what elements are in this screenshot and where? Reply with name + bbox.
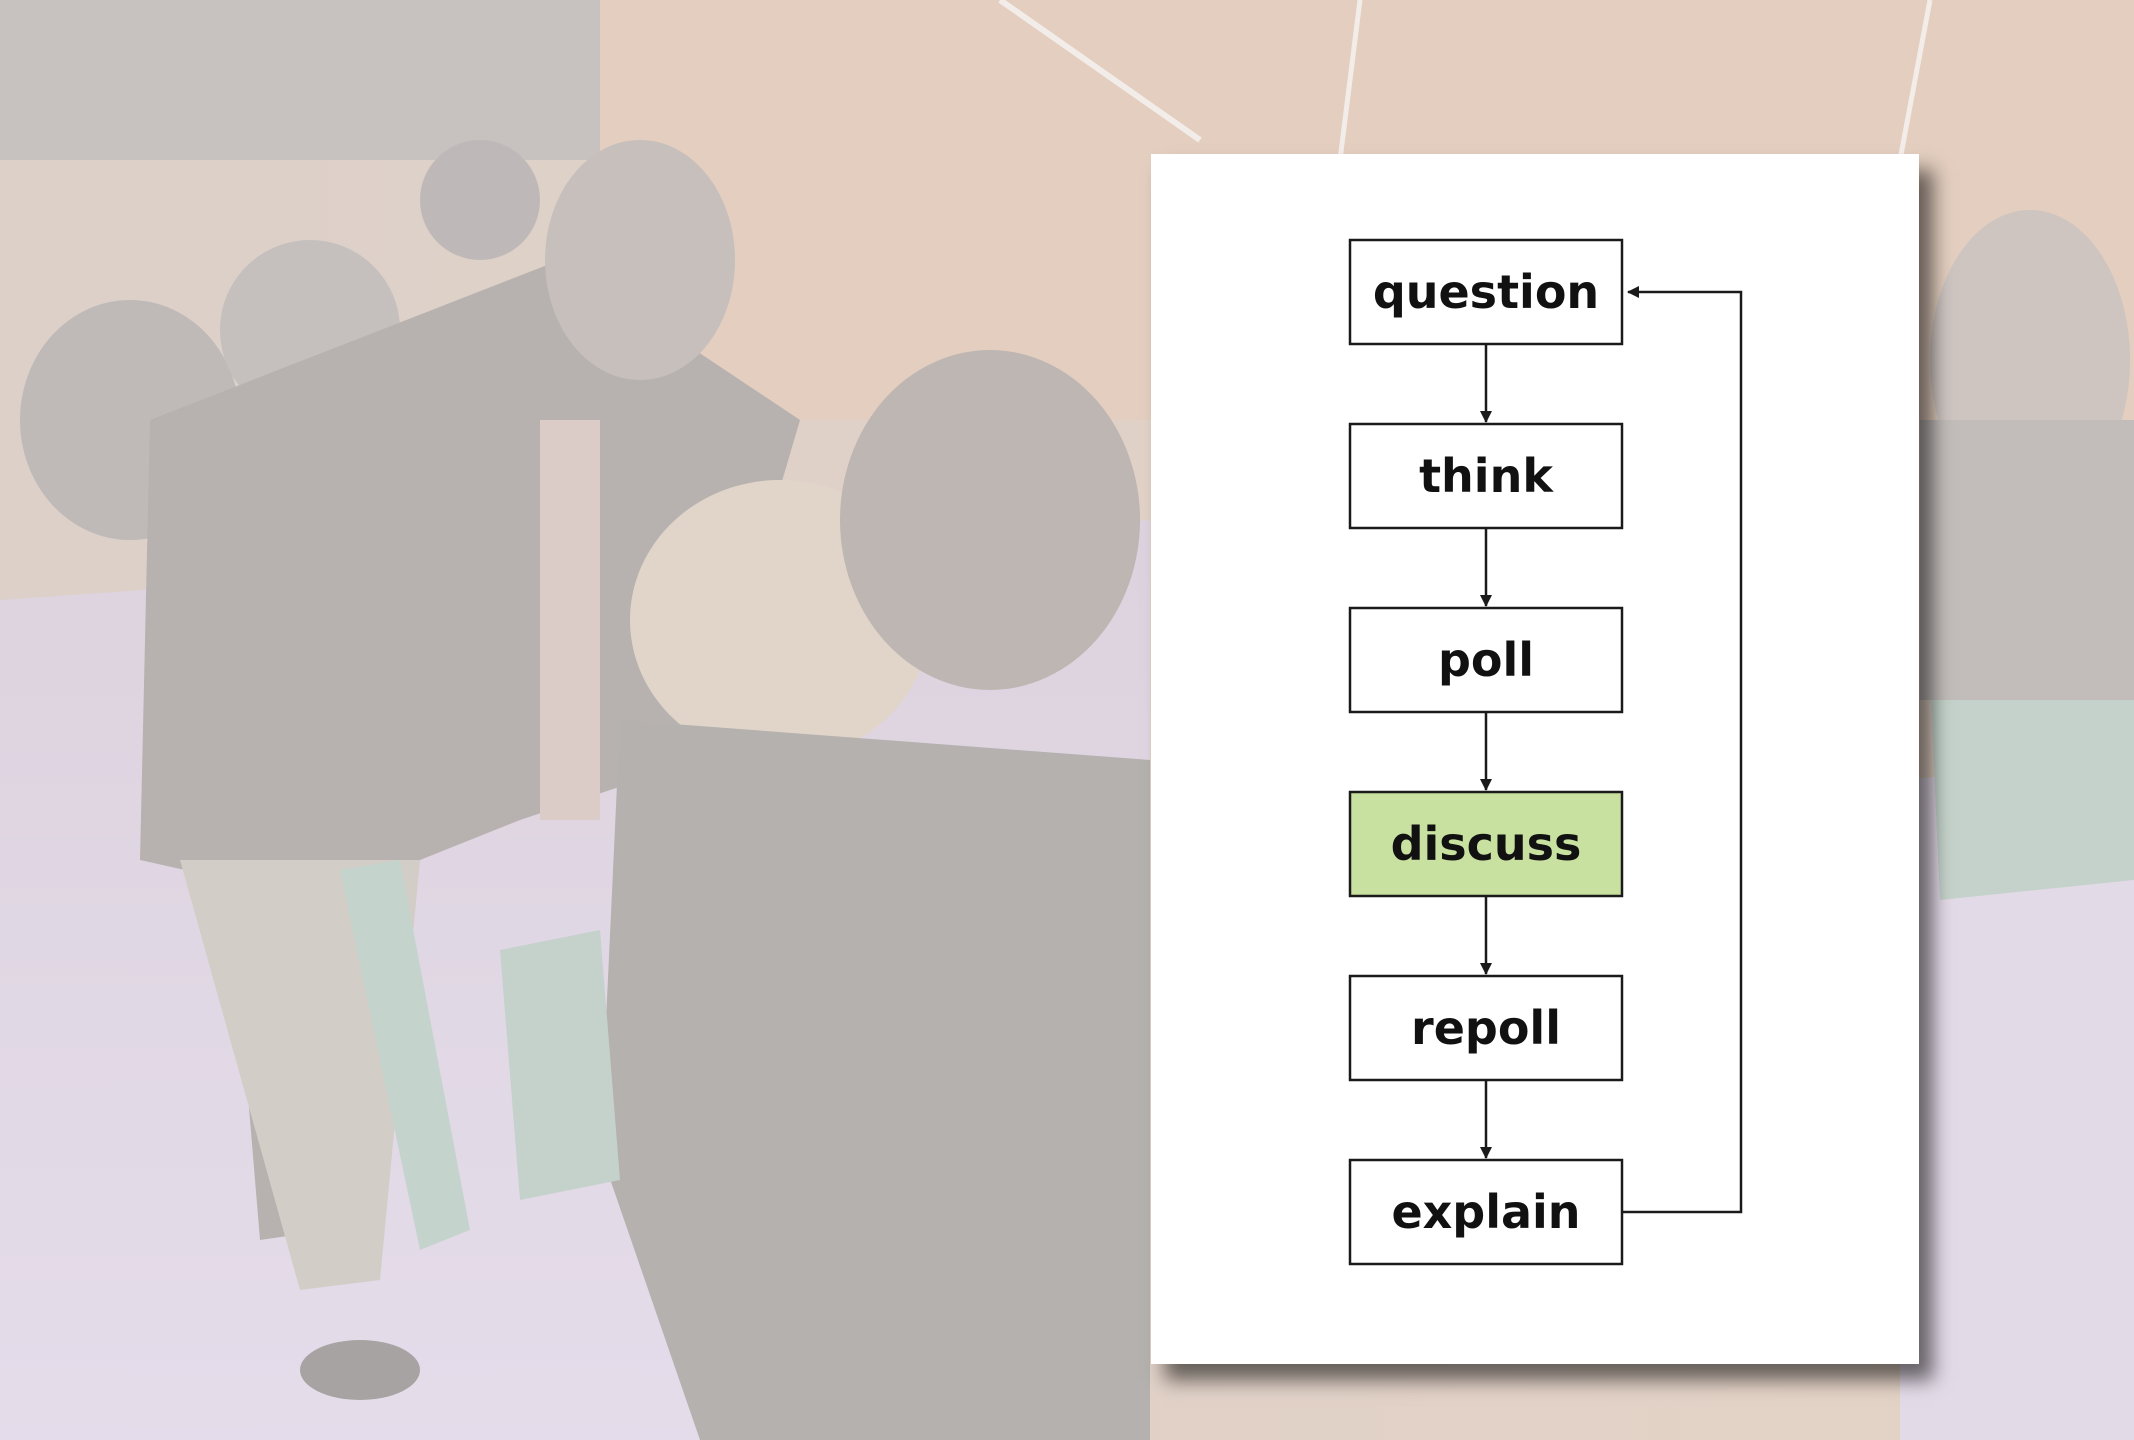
- step-label-think: think: [1419, 449, 1554, 503]
- step-poll: poll: [1348, 606, 1624, 714]
- step-repoll: repoll: [1348, 974, 1624, 1082]
- step-question: question: [1348, 238, 1624, 346]
- step-label-repoll: repoll: [1411, 1001, 1561, 1055]
- step-box-repoll: [1348, 974, 1624, 1082]
- step-think: think: [1348, 422, 1624, 530]
- step-explain: explain: [1348, 1158, 1624, 1266]
- step-label-question: question: [1373, 265, 1599, 319]
- step-label-discuss: discuss: [1391, 817, 1582, 871]
- step-label-explain: explain: [1391, 1185, 1580, 1239]
- step-label-poll: poll: [1438, 633, 1534, 687]
- step-box-discuss: [1348, 790, 1624, 898]
- step-discuss: discuss: [1348, 790, 1624, 898]
- step-box-explain: [1348, 1158, 1624, 1266]
- peer-instruction-flowchart: question think poll discuss repoll explain: [1348, 238, 1743, 1266]
- diagram-card: question think poll discuss repoll explain: [1151, 154, 1919, 1364]
- step-box-think: [1348, 422, 1624, 530]
- loop-arrow-explain-to-question: [1622, 286, 1743, 1214]
- step-box-question: [1348, 238, 1624, 346]
- step-box-poll: [1348, 606, 1624, 714]
